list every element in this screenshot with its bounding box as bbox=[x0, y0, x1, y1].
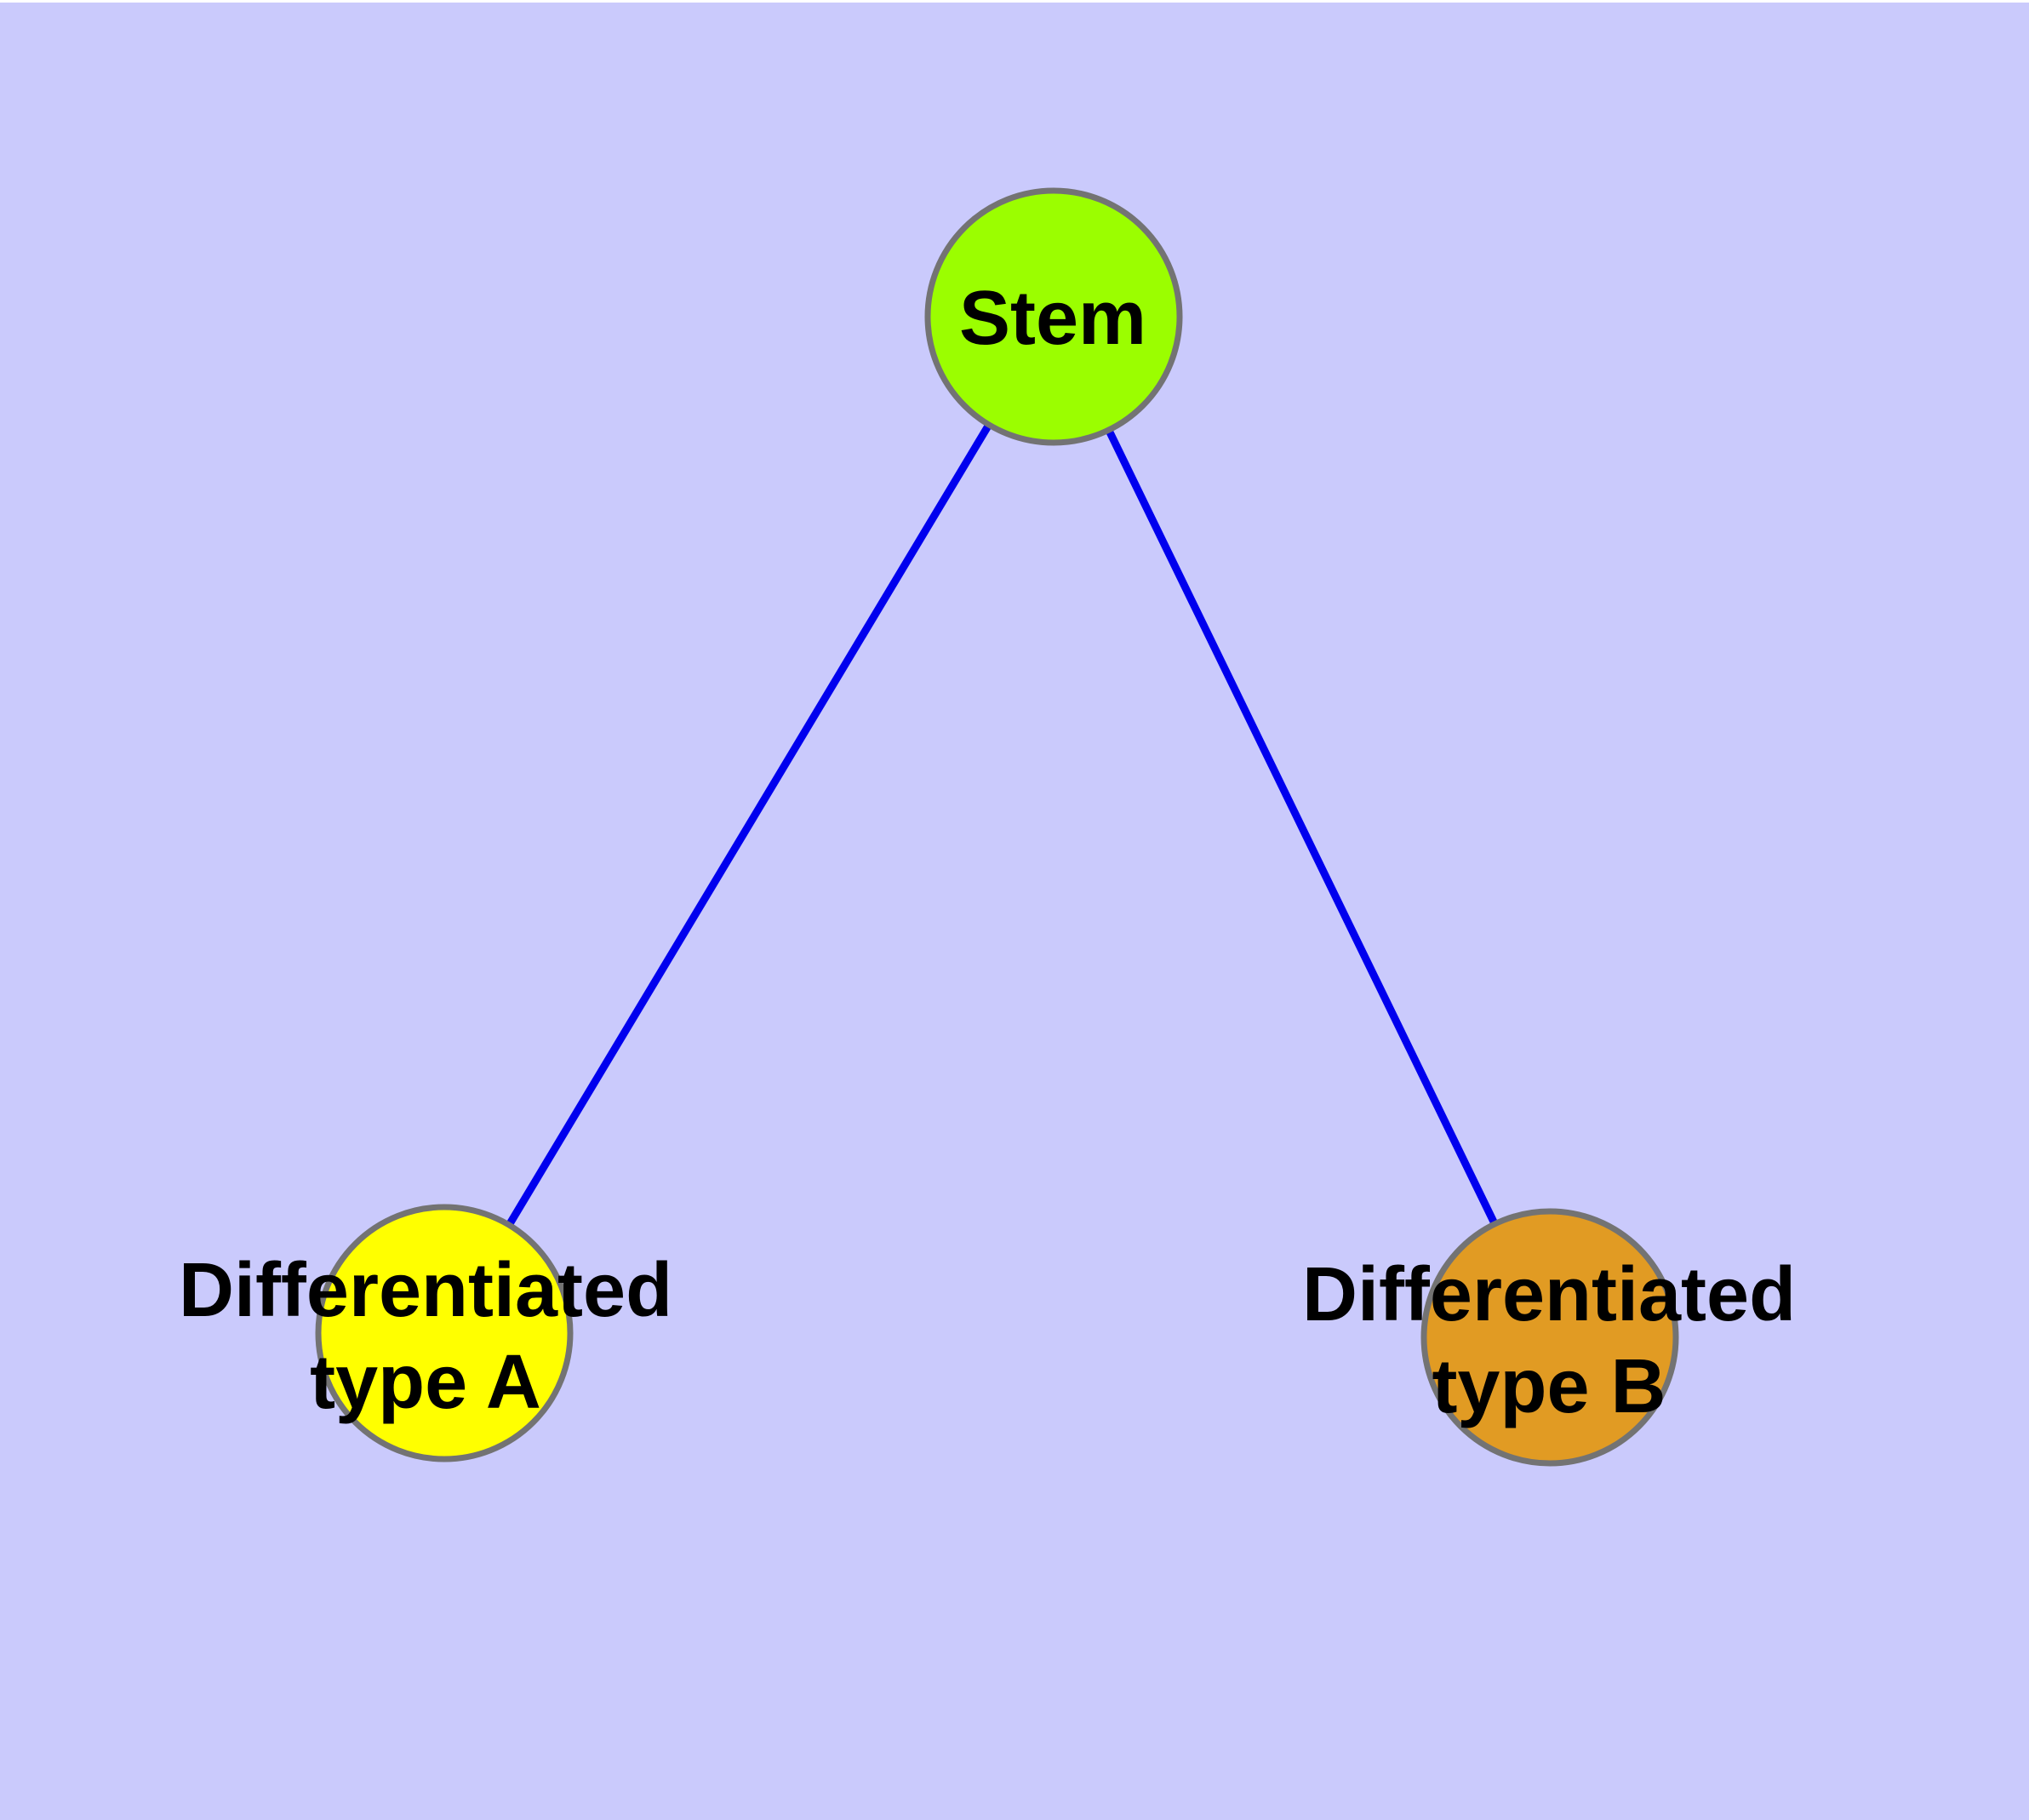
node-label-stem: Stem bbox=[959, 272, 1146, 364]
node-label-type-a: Differentiated type A bbox=[179, 1245, 672, 1428]
node-stem bbox=[924, 187, 1183, 446]
node-label-stem-text: Stem bbox=[958, 276, 1147, 361]
node-label-type-b-line2: type B bbox=[1432, 1344, 1666, 1429]
node-label-type-b: Differentiated type B bbox=[1302, 1249, 1796, 1433]
node-label-type-a-line2: type A bbox=[310, 1340, 541, 1425]
node-differentiated-type-a bbox=[315, 1204, 574, 1462]
edge-stem-to-type-a bbox=[441, 314, 1057, 1336]
node-differentiated-type-b bbox=[1420, 1208, 1679, 1467]
node-label-type-a-line1: Differentiated bbox=[178, 1248, 673, 1333]
node-label-type-b-line1: Differentiated bbox=[1301, 1252, 1797, 1337]
edge-stem-to-type-b bbox=[1049, 315, 1554, 1339]
